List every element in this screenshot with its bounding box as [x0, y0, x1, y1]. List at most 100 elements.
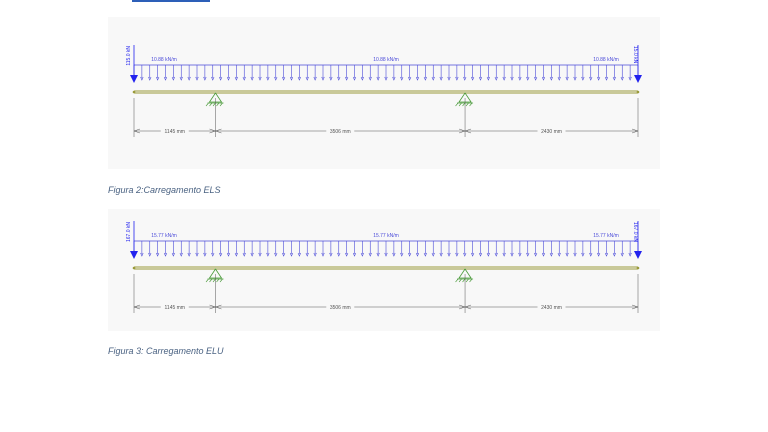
figure-3-caption: Figura 3: Carregamento ELU: [108, 346, 224, 356]
load-arrow-head: [463, 76, 467, 81]
load-arrow-head: [289, 252, 294, 257]
load-arrow-head: [203, 76, 207, 81]
left-reaction-arrow: [130, 75, 138, 83]
load-arrow-head: [211, 252, 215, 257]
load-arrow-head: [313, 76, 317, 81]
dimension-arrow: [214, 128, 222, 134]
load-arrow-head: [282, 76, 286, 81]
span-label-bg: [326, 127, 355, 135]
support-1-hatch: [205, 278, 209, 283]
load-arrow-head: [258, 76, 262, 81]
load-arrow-head: [494, 76, 498, 81]
load-arrow-head: [140, 252, 144, 257]
span-label-bg: [326, 303, 355, 311]
load-arrow-head: [337, 252, 341, 257]
load-arrow-head: [620, 76, 624, 81]
load-arrow-head: [463, 252, 467, 257]
load-arrow-head: [274, 76, 278, 81]
load-arrow-head: [471, 76, 475, 81]
support-1-hatch: [212, 102, 216, 107]
load-arrow-head: [352, 76, 357, 81]
load-label-3: 15.77 kN/m: [593, 233, 619, 239]
load-label-2: 15.77 kN/m: [373, 233, 399, 239]
beam-left-node: [132, 266, 136, 270]
support-2-hatch: [462, 278, 466, 283]
load-arrow-head: [360, 252, 364, 257]
support-1-hatch: [216, 278, 220, 283]
support-2-hatch: [465, 278, 469, 283]
left-reaction-arrow: [130, 251, 138, 259]
load-arrow-head: [156, 76, 160, 81]
load-arrow-head: [415, 76, 420, 81]
load-arrow-head: [557, 252, 561, 257]
load-arrow-head: [439, 76, 443, 81]
load-arrow-head: [620, 252, 624, 257]
load-arrow-head: [471, 252, 475, 257]
load-arrow-head: [171, 252, 175, 257]
load-arrow-head: [203, 252, 207, 257]
span-label-1: 1145 mm: [165, 129, 185, 135]
support-2-hatch: [455, 102, 459, 107]
load-arrow-head: [478, 76, 483, 81]
load-arrow-head: [447, 76, 451, 81]
load-arrow-head: [392, 76, 396, 81]
load-arrow-head: [447, 252, 451, 257]
load-arrow-head: [171, 76, 175, 81]
load-arrow-head: [486, 252, 490, 257]
right-reaction-arrow: [634, 75, 642, 83]
figure-elu: 167.0 kN 167.0 kN 15.77 kN/m 15.77 kN/m …: [108, 209, 660, 331]
load-arrow-head: [557, 76, 561, 81]
span-label-bg: [537, 303, 566, 311]
load-arrow-head: [148, 76, 152, 81]
load-label-3: 10.88 kN/m: [593, 57, 619, 63]
load-arrow-head: [250, 76, 254, 81]
load-arrow-head: [266, 252, 270, 257]
beam-right-node: [636, 266, 640, 270]
load-arrow-head: [526, 76, 530, 81]
load-arrow-head: [297, 252, 301, 257]
load-arrow-head: [400, 252, 404, 257]
load-arrow-head: [258, 252, 262, 257]
load-arrow-head: [439, 252, 443, 257]
load-arrow-head: [305, 252, 309, 257]
span-label-bg: [160, 303, 189, 311]
load-arrow-head: [360, 76, 364, 81]
load-arrow-head: [156, 252, 160, 257]
load-arrow-head: [384, 76, 388, 81]
load-arrow-head: [163, 76, 168, 81]
load-arrow-head: [329, 76, 333, 81]
span-label-1: 1145 mm: [165, 305, 185, 311]
dimension-arrow: [133, 128, 141, 134]
dimension-arrow: [133, 304, 141, 310]
load-arrow-head: [581, 252, 585, 257]
load-arrow-head: [219, 76, 223, 81]
figure-2-caption: Figura 2:Carregamento ELS: [108, 185, 221, 195]
load-arrow-head: [541, 252, 546, 257]
load-arrow-head: [226, 252, 231, 257]
support-2-hatch: [462, 102, 466, 107]
load-arrow-head: [297, 76, 301, 81]
load-arrow-head: [345, 252, 349, 257]
support-1-hatch: [219, 102, 223, 107]
load-arrow-head: [140, 76, 144, 81]
els-diagram: 115.0 kN 15.0 kN 10.88 kN/m 10.88 kN/m 1…: [126, 45, 642, 137]
load-arrow-head: [226, 76, 231, 81]
load-arrow-head: [234, 76, 238, 81]
top-link-bar[interactable]: [132, 0, 210, 2]
load-arrow-head: [179, 252, 183, 257]
support-2-hatch: [458, 102, 462, 107]
load-arrow-head: [392, 252, 396, 257]
load-arrow-head: [534, 76, 538, 81]
load-arrow-head: [187, 76, 191, 81]
load-label-1: 10.88 kN/m: [151, 57, 177, 63]
load-arrow-head: [534, 252, 538, 257]
right-reaction-label: 15.0 kN: [632, 46, 638, 64]
load-label-1: 15.77 kN/m: [151, 233, 177, 239]
support-1-hatch: [205, 102, 209, 107]
load-arrow-head: [408, 76, 412, 81]
load-arrow-head: [195, 252, 199, 257]
load-arrow-head: [604, 76, 609, 81]
load-arrow-head: [289, 76, 294, 81]
load-arrow-head: [549, 252, 553, 257]
load-arrow-head: [589, 76, 593, 81]
